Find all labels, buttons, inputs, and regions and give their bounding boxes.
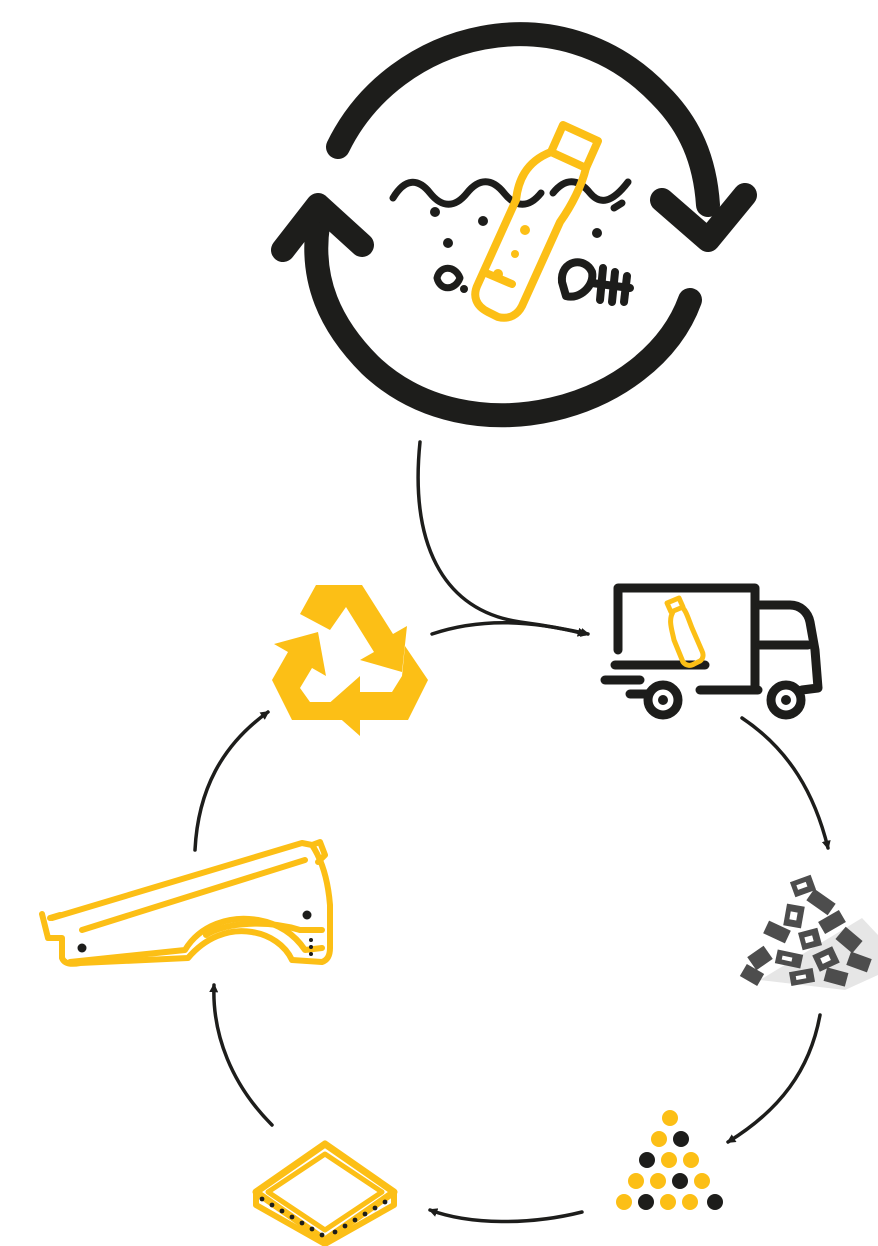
plastic-bottle-icon bbox=[475, 125, 598, 318]
arrow-product-to-recycle bbox=[195, 712, 268, 850]
fish-icon bbox=[437, 268, 460, 288]
recycle-symbol-icon bbox=[272, 585, 428, 736]
material-sheet-icon bbox=[256, 1144, 394, 1244]
plastic-flakes-icon bbox=[740, 875, 878, 990]
arrow-recycle-to-truck bbox=[432, 623, 585, 634]
arrow-sheet-to-product bbox=[214, 985, 272, 1125]
truck-bottle-icon bbox=[667, 598, 703, 665]
pellets-icon bbox=[616, 1110, 723, 1210]
cycle-arrows-icon bbox=[283, 34, 745, 415]
arrow-pellets-to-sheet bbox=[430, 1210, 582, 1222]
connector-arrow bbox=[418, 442, 588, 634]
arrow-truck-to-flakes bbox=[742, 718, 828, 848]
fish-skeleton-icon bbox=[562, 262, 630, 302]
arrow-flakes-to-pellets bbox=[728, 1015, 820, 1142]
